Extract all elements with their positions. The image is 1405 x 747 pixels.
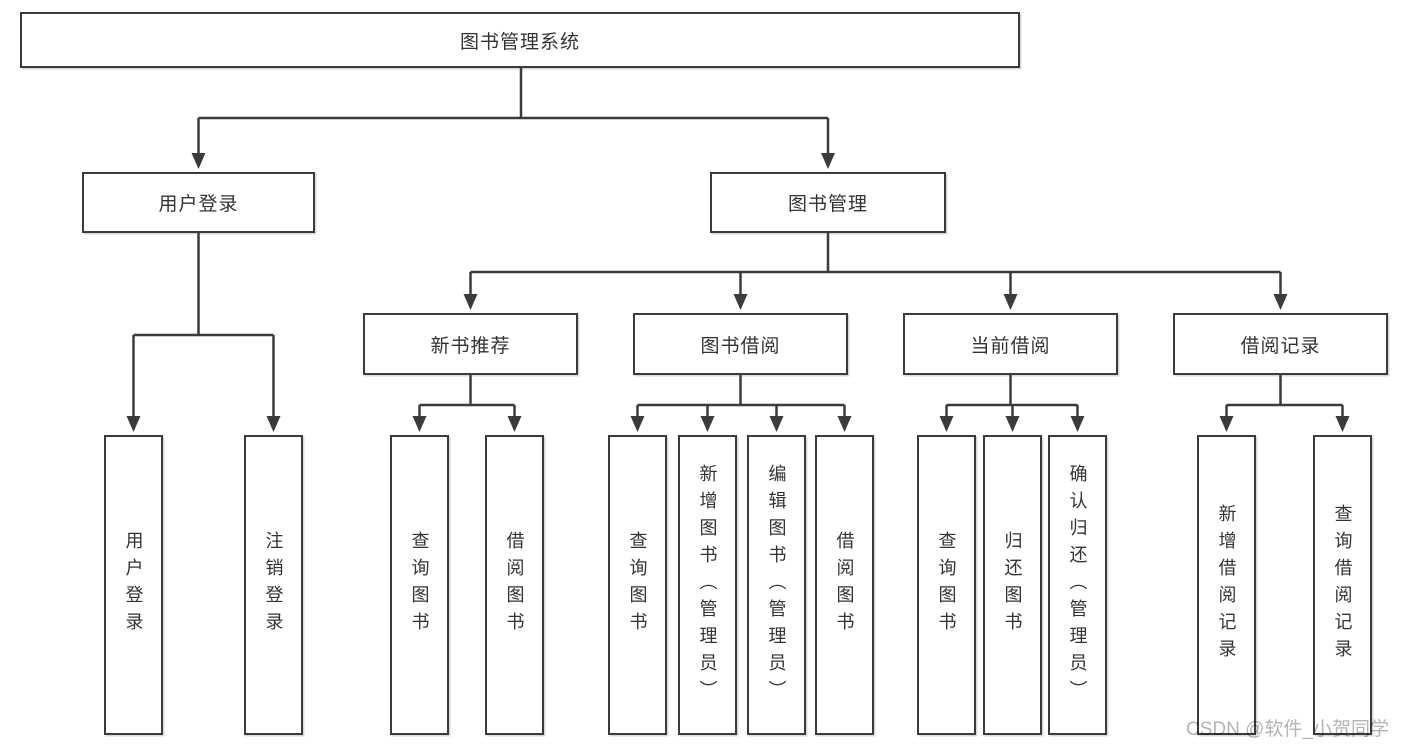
node-root: 图书管理系统	[20, 12, 1020, 68]
connector-userlogin-to-leaves	[126, 233, 281, 432]
node-book-borrow: 图书借阅	[633, 313, 848, 375]
node-book-management: 图书管理	[710, 172, 946, 233]
leaf-user-login: 用户登录	[104, 435, 163, 735]
leaf-edit-books-admin: 编辑图书（管理员）	[747, 435, 806, 735]
connector-bookborrow-to-leaves	[630, 375, 852, 432]
node-user-login: 用户登录	[82, 172, 315, 233]
leaf-borrow-books: 借阅图书	[815, 435, 874, 735]
leaf-query-books-recommend: 查询图书	[390, 435, 449, 735]
leaf-query-borrow-record: 查询借阅记录	[1313, 435, 1372, 735]
connector-bookmgmt-to-sections	[463, 233, 1288, 310]
leaf-query-books-current: 查询图书	[917, 435, 976, 735]
leaf-add-borrow-record: 新增借阅记录	[1197, 435, 1256, 735]
connector-root-to-level2	[191, 68, 835, 169]
leaf-logout: 注销登录	[244, 435, 303, 735]
node-borrow-records: 借阅记录	[1173, 313, 1388, 375]
watermark: CSDN @软件_小贺同学	[1186, 719, 1389, 740]
connector-newbook-to-leaves	[412, 375, 522, 432]
node-new-book-recommend: 新书推荐	[363, 313, 578, 375]
connector-currentborrow-to-leaves	[939, 375, 1085, 432]
leaf-return-books: 归还图书	[983, 435, 1042, 735]
leaf-borrow-books-recommend: 借阅图书	[485, 435, 544, 735]
node-current-borrow: 当前借阅	[903, 313, 1118, 375]
leaf-confirm-return-admin: 确认归还（管理员）	[1048, 435, 1107, 735]
leaf-add-books-admin: 新增图书（管理员）	[678, 435, 737, 735]
leaf-query-books-borrow: 查询图书	[608, 435, 667, 735]
connector-borrowrecords-to-leaves	[1219, 375, 1350, 432]
